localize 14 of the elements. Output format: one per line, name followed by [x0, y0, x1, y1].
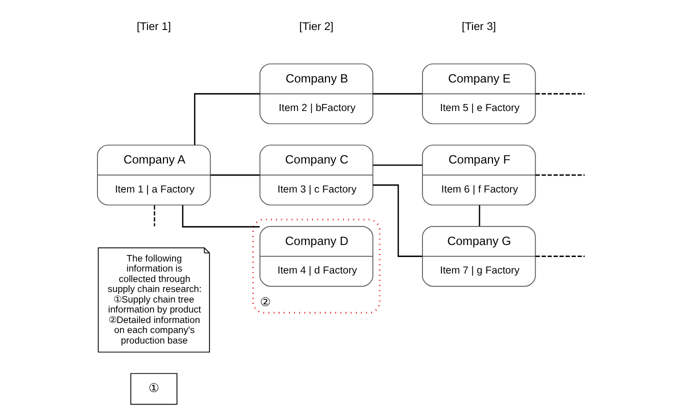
- label: [Tier 1]: [136, 21, 171, 34]
- label: [Tier 2]: [299, 21, 334, 34]
- connector: [154, 205, 156, 226]
- connector: [536, 93, 585, 94]
- connector: [210, 174, 260, 176]
- connector: [373, 184, 422, 257]
- label: [Tier 3]: [462, 21, 496, 34]
- connector: [194, 93, 260, 146]
- connector: [536, 174, 585, 176]
- connector: [536, 256, 585, 257]
- connector: [478, 205, 480, 226]
- connector: [373, 93, 422, 94]
- node-box: ①: [130, 373, 178, 405]
- connector: [373, 164, 422, 166]
